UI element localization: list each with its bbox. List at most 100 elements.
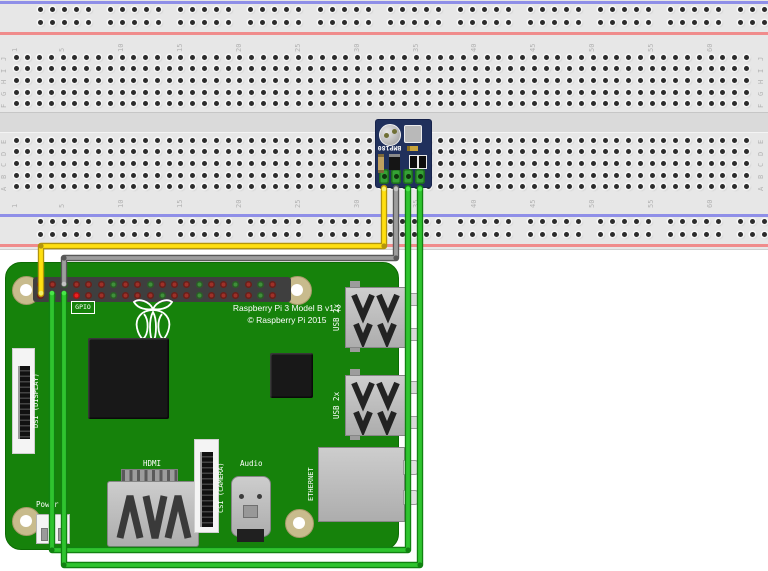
- breadboard-hole[interactable]: [37, 137, 43, 143]
- breadboard-hole[interactable]: [749, 6, 755, 12]
- breadboard-hole[interactable]: [85, 231, 91, 237]
- breadboard-hole[interactable]: [343, 101, 349, 107]
- breadboard-hole[interactable]: [614, 137, 620, 143]
- breadboard-hole[interactable]: [72, 160, 78, 166]
- breadboard-hole[interactable]: [166, 89, 172, 95]
- breadboard-hole[interactable]: [272, 137, 278, 143]
- breadboard-hole[interactable]: [85, 19, 91, 25]
- breadboard-hole[interactable]: [575, 19, 581, 25]
- breadboard-hole[interactable]: [84, 184, 90, 190]
- breadboard-hole[interactable]: [237, 77, 243, 83]
- breadboard-hole[interactable]: [390, 54, 396, 60]
- breadboard-hole[interactable]: [213, 231, 219, 237]
- breadboard-hole[interactable]: [691, 218, 697, 224]
- breadboard-hole[interactable]: [563, 231, 569, 237]
- breadboard-hole[interactable]: [343, 54, 349, 60]
- breadboard-hole[interactable]: [469, 19, 475, 25]
- breadboard-hole[interactable]: [237, 172, 243, 178]
- breadboard-hole[interactable]: [131, 218, 137, 224]
- breadboard-hole[interactable]: [331, 101, 337, 107]
- breadboard-hole[interactable]: [72, 184, 78, 190]
- breadboard-hole[interactable]: [531, 160, 537, 166]
- breadboard-hole[interactable]: [260, 89, 266, 95]
- breadboard-hole[interactable]: [496, 66, 502, 72]
- breadboard-hole[interactable]: [684, 172, 690, 178]
- breadboard-hole[interactable]: [732, 54, 738, 60]
- breadboard-hole[interactable]: [308, 160, 313, 166]
- breadboard-hole[interactable]: [37, 160, 43, 166]
- breadboard-hole[interactable]: [449, 149, 455, 155]
- gpio-pin[interactable]: [207, 292, 215, 299]
- breadboard-hole[interactable]: [366, 160, 372, 166]
- breadboard-hole[interactable]: [308, 184, 313, 190]
- breadboard-hole[interactable]: [567, 101, 573, 107]
- breadboard-hole[interactable]: [190, 149, 196, 155]
- breadboard-hole[interactable]: [684, 184, 690, 190]
- breadboard-hole[interactable]: [390, 89, 396, 95]
- breadboard-hole[interactable]: [508, 54, 514, 60]
- breadboard-hole[interactable]: [284, 172, 290, 178]
- breadboard-hole[interactable]: [177, 231, 183, 237]
- breadboard-hole[interactable]: [73, 19, 79, 25]
- breadboard-hole[interactable]: [749, 231, 755, 237]
- breadboard-hole[interactable]: [272, 89, 278, 95]
- breadboard-hole[interactable]: [48, 101, 54, 107]
- breadboard-hole[interactable]: [225, 172, 231, 178]
- breadboard-hole[interactable]: [461, 101, 467, 107]
- breadboard-hole[interactable]: [72, 172, 78, 178]
- breadboard-hole[interactable]: [190, 66, 196, 72]
- breadboard-hole[interactable]: [37, 6, 43, 12]
- breadboard-hole[interactable]: [355, 66, 361, 72]
- breadboard-hole[interactable]: [249, 66, 255, 72]
- breadboard-hole[interactable]: [435, 218, 441, 224]
- breadboard-hole[interactable]: [527, 218, 533, 224]
- breadboard-hole[interactable]: [95, 172, 101, 178]
- breadboard-hole[interactable]: [201, 231, 207, 237]
- breadboard-hole[interactable]: [95, 149, 101, 155]
- breadboard-hole[interactable]: [201, 66, 207, 72]
- breadboard-hole[interactable]: [667, 6, 673, 12]
- breadboard-hole[interactable]: [645, 218, 651, 224]
- breadboard-hole[interactable]: [449, 137, 455, 143]
- breadboard-hole[interactable]: [260, 66, 266, 72]
- breadboard-hole[interactable]: [411, 6, 417, 12]
- breadboard-hole[interactable]: [25, 160, 31, 166]
- breadboard-hole[interactable]: [720, 184, 726, 190]
- breadboard-hole[interactable]: [435, 6, 441, 12]
- breadboard-hole[interactable]: [425, 89, 431, 95]
- breadboard-hole[interactable]: [696, 101, 702, 107]
- breadboard-hole[interactable]: [555, 137, 561, 143]
- breadboard-hole[interactable]: [425, 77, 431, 83]
- breadboard-hole[interactable]: [25, 172, 31, 178]
- breadboard-hole[interactable]: [308, 66, 313, 72]
- breadboard-hole[interactable]: [696, 66, 702, 72]
- breadboard-hole[interactable]: [331, 184, 337, 190]
- breadboard-hole[interactable]: [649, 101, 655, 107]
- breadboard-hole[interactable]: [679, 19, 685, 25]
- breadboard-hole[interactable]: [72, 89, 78, 95]
- gpio-pin[interactable]: [97, 281, 105, 288]
- breadboard-hole[interactable]: [37, 149, 43, 155]
- breadboard-hole[interactable]: [143, 19, 149, 25]
- breadboard-hole[interactable]: [296, 101, 302, 107]
- breadboard-hole[interactable]: [131, 160, 137, 166]
- breadboard-hole[interactable]: [154, 184, 160, 190]
- bmp180-pin-4[interactable]: [415, 169, 425, 184]
- breadboard-hole[interactable]: [602, 149, 608, 155]
- breadboard-hole[interactable]: [284, 101, 290, 107]
- breadboard-hole[interactable]: [703, 218, 709, 224]
- breadboard-hole[interactable]: [425, 101, 431, 107]
- breadboard-hole[interactable]: [178, 149, 184, 155]
- breadboard-hole[interactable]: [84, 66, 90, 72]
- breadboard-hole[interactable]: [49, 231, 55, 237]
- breadboard-hole[interactable]: [225, 77, 231, 83]
- breadboard-hole[interactable]: [107, 218, 113, 224]
- breadboard-hole[interactable]: [551, 19, 557, 25]
- breadboard-hole[interactable]: [107, 66, 113, 72]
- breadboard-hole[interactable]: [249, 172, 255, 178]
- breadboard-hole[interactable]: [472, 101, 478, 107]
- breadboard-hole[interactable]: [72, 149, 78, 155]
- breadboard-hole[interactable]: [732, 160, 738, 166]
- gpio-pin[interactable]: [207, 281, 215, 288]
- breadboard-hole[interactable]: [366, 184, 372, 190]
